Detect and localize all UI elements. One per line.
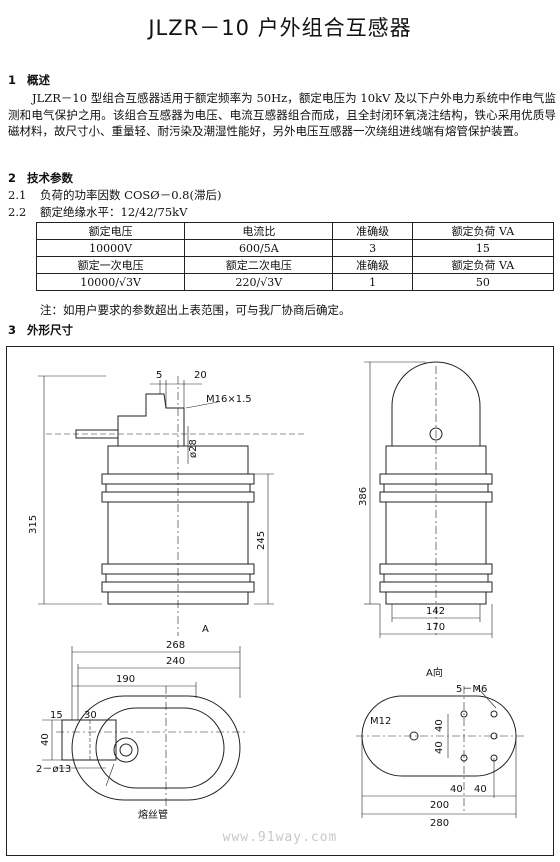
table-cell: 额定二次电压 bbox=[184, 256, 334, 274]
outline-drawing: 5 20 M16×1.5 ø28 315 245 A 386 142 170 2… bbox=[6, 346, 554, 856]
dim-label: 245 bbox=[256, 531, 267, 550]
dim-label: 142 bbox=[426, 606, 445, 617]
section-3-heading: 外形尺寸 bbox=[27, 323, 73, 337]
bottom-view bbox=[356, 685, 526, 818]
table-row: 10000V 600/5A 3 15 bbox=[35, 239, 555, 257]
front-view bbox=[38, 375, 306, 636]
dim-label: M16×1.5 bbox=[206, 394, 252, 405]
dim-label: 40 bbox=[474, 784, 487, 795]
dim-label: 2－ø13 bbox=[36, 764, 71, 775]
side-view bbox=[364, 361, 493, 638]
dim-label: 40 bbox=[450, 784, 463, 795]
table-cell: 额定负荷 VA bbox=[411, 256, 555, 274]
dim-label: 200 bbox=[430, 800, 449, 811]
item-2-2-number: 2.2 bbox=[8, 205, 27, 219]
dim-label: 40 bbox=[434, 719, 445, 732]
table-cell: 600/5A bbox=[184, 239, 334, 257]
section-1-number: 1 bbox=[8, 73, 17, 87]
table-row: 额定电压 电流比 准确级 额定负荷 VA bbox=[35, 222, 555, 240]
dim-label: M12 bbox=[370, 716, 391, 727]
dim-label: 40 bbox=[40, 733, 51, 746]
section-3-number: 3 bbox=[8, 323, 17, 337]
table-cell: 220/√3V bbox=[184, 273, 334, 291]
table-cell: 电流比 bbox=[184, 222, 334, 240]
top-view bbox=[42, 646, 246, 814]
dim-label: 5 bbox=[156, 370, 162, 381]
dim-label: 30 bbox=[84, 710, 97, 721]
dim-label: 40 bbox=[434, 741, 445, 754]
watermark: www.91way.com bbox=[222, 830, 338, 845]
dim-label: 170 bbox=[426, 622, 445, 633]
page-title: JLZR－10 户外组合互感器 bbox=[148, 16, 412, 40]
table-cell: 额定一次电压 bbox=[35, 256, 186, 274]
dim-label: 386 bbox=[358, 487, 369, 506]
drawing-frame bbox=[6, 346, 554, 856]
section-1-heading: 概述 bbox=[27, 73, 50, 87]
table-cell: 10000V bbox=[35, 239, 186, 257]
table-row: 10000/√3V 220/√3V 1 50 bbox=[35, 273, 555, 291]
section-1-paragraph: JLZR－10 型组合互感器适用于额定频率为 50Hz，额定电压为 10kV 及… bbox=[8, 91, 556, 138]
dim-label: 20 bbox=[194, 370, 207, 381]
dim-label: 190 bbox=[116, 674, 135, 685]
dim-label: 280 bbox=[430, 818, 449, 829]
dim-label: 268 bbox=[166, 640, 185, 651]
dim-label: A向 bbox=[426, 666, 443, 679]
section-2-number: 2 bbox=[8, 171, 17, 185]
dim-label: 5－M6 bbox=[456, 684, 487, 695]
dim-label: 315 bbox=[28, 515, 39, 534]
dim-label: 240 bbox=[166, 656, 185, 667]
table-cell: 额定电压 bbox=[35, 222, 186, 240]
item-2-2-text: 额定绝缘水平：12/42/75kV bbox=[40, 205, 188, 219]
dim-label: ø28 bbox=[188, 439, 199, 458]
dim-label: 熔丝管 bbox=[138, 808, 168, 821]
dim-label: 15 bbox=[50, 710, 63, 721]
dim-label: A bbox=[202, 624, 209, 635]
table-cell: 15 bbox=[411, 239, 555, 257]
item-2-1-number: 2.1 bbox=[8, 188, 27, 202]
item-2-1-text: 负荷的功率因数 COSØ－0.8(滞后) bbox=[40, 188, 222, 202]
table-cell: 准确级 bbox=[332, 256, 413, 274]
table-row: 额定一次电压 额定二次电压 准确级 额定负荷 VA bbox=[35, 256, 555, 274]
spec-table: 额定电压 电流比 准确级 额定负荷 VA 10000V 600/5A 3 15 … bbox=[35, 222, 555, 291]
table-cell: 额定负荷 VA bbox=[411, 222, 555, 240]
table-cell: 3 bbox=[332, 239, 413, 257]
table-cell: 1 bbox=[332, 273, 413, 291]
section-2-heading: 技术参数 bbox=[27, 171, 73, 185]
table-cell: 10000/√3V bbox=[35, 273, 186, 291]
table-note: 注：如用户要求的参数超出上表范围，可与我厂协商后确定。 bbox=[40, 303, 351, 317]
table-cell: 50 bbox=[411, 273, 555, 291]
table-cell: 准确级 bbox=[332, 222, 413, 240]
